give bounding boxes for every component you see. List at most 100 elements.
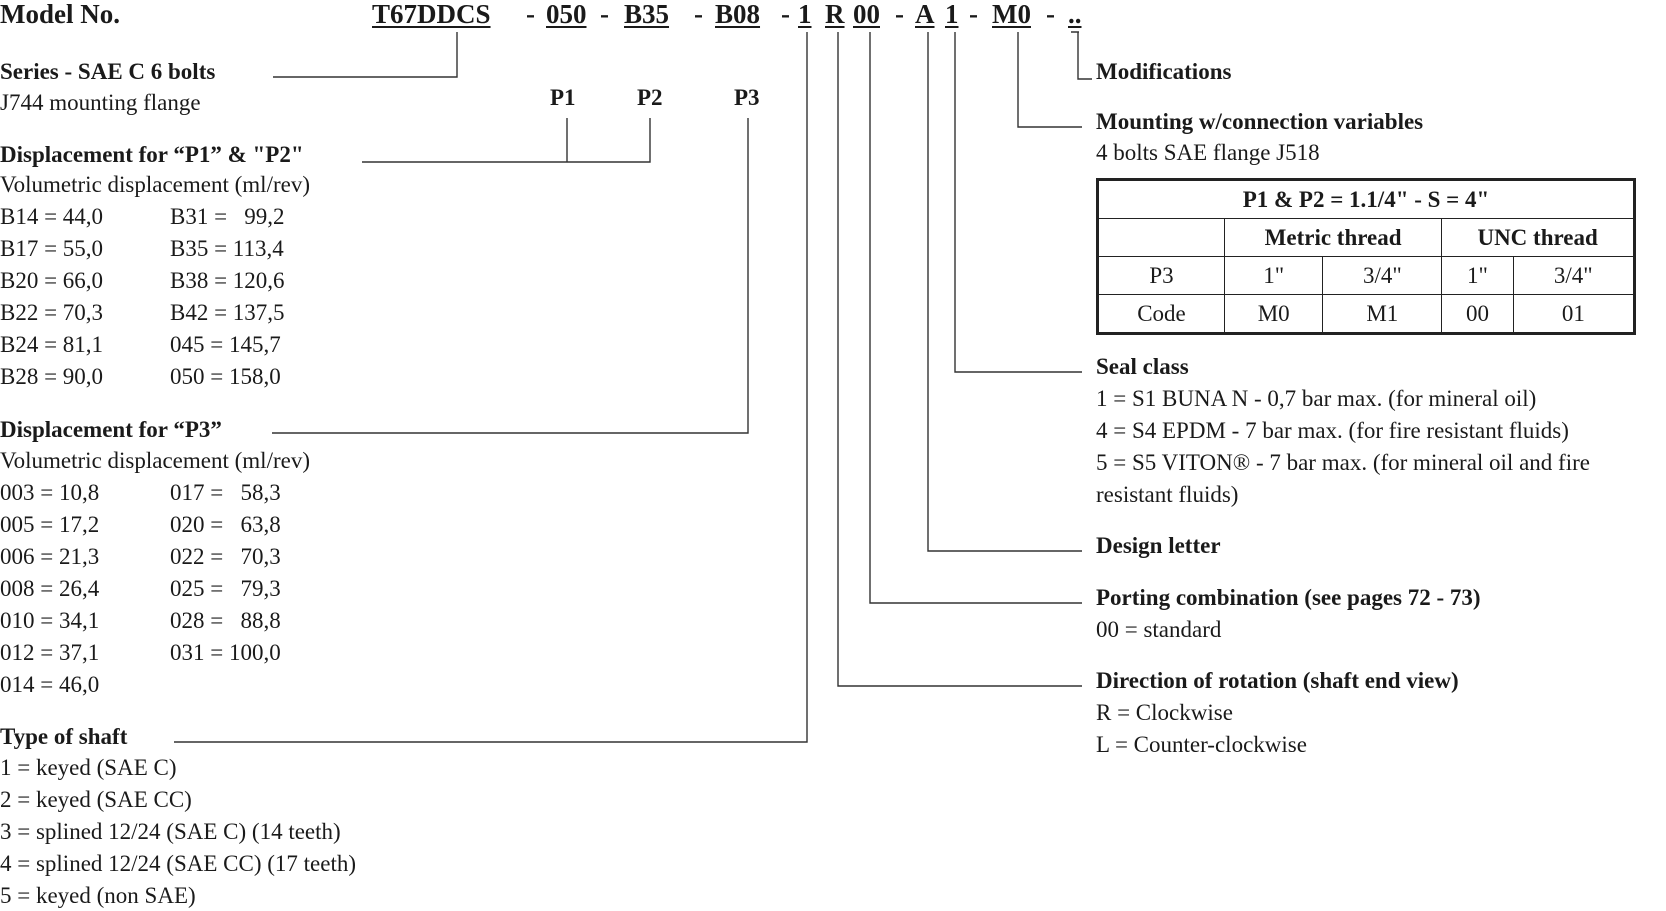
- rotation-title: Direction of rotation (shaft end view): [1096, 668, 1459, 693]
- list-item: B17 = 55,0: [0, 236, 104, 261]
- pump-label-p3: P3: [734, 85, 760, 110]
- table-row: Code M0 M1 00 01: [1097, 294, 1636, 334]
- code-separator: -: [781, 0, 790, 29]
- list-item: 008 = 26,4: [0, 576, 100, 601]
- list-item: 1 = S1 BUNA N - 0,7 bar max. (for minera…: [1096, 386, 1537, 411]
- list-item: 006 = 21,3: [0, 544, 100, 569]
- seal-title: Seal class: [1096, 354, 1189, 379]
- disp3-title: Displacement for “P3”: [0, 417, 222, 442]
- table-cell: 1": [1441, 256, 1514, 295]
- code-rotation: R: [825, 0, 845, 29]
- series-connector: [273, 32, 458, 78]
- design-connector: [927, 32, 1082, 552]
- porting-title: Porting combination (see pages 72 - 73): [1096, 585, 1481, 610]
- mounting-title: Mounting w/connection variables: [1096, 109, 1424, 134]
- table-cell: 1": [1223, 256, 1324, 295]
- list-item: 031 = 100,0: [170, 640, 281, 665]
- code-separator: -: [694, 0, 703, 29]
- code-separator: -: [1046, 0, 1055, 29]
- mounting-table: P1 & P2 = 1.1/4" - S = 4" Metric thread …: [1096, 178, 1636, 335]
- series-title: Series - SAE C 6 bolts: [0, 59, 216, 84]
- list-item: 00 = standard: [1096, 617, 1222, 642]
- list-item: L = Counter-clockwise: [1096, 732, 1307, 757]
- code-separator: -: [526, 0, 535, 29]
- list-item: B22 = 70,3: [0, 300, 104, 325]
- table-cell: M0: [1223, 294, 1324, 334]
- list-item: 028 = 88,8: [170, 608, 281, 633]
- pump-label-p1: P1: [550, 85, 576, 110]
- list-item: 045 = 145,7: [170, 332, 281, 357]
- code-separator: -: [895, 0, 904, 29]
- code-seal: 1: [945, 0, 959, 29]
- list-item: 050 = 158,0: [170, 364, 281, 389]
- code-shaft: 1: [798, 0, 812, 29]
- table-cell: 3/4": [1512, 256, 1636, 295]
- list-item: B14 = 44,0: [0, 204, 104, 229]
- disp3-connector: [272, 118, 749, 434]
- list-item: 012 = 37,1: [0, 640, 100, 665]
- table-group-unc: UNC thread: [1441, 218, 1635, 257]
- table-cell: 3/4": [1322, 256, 1443, 295]
- list-item: resistant fluids): [1096, 482, 1239, 507]
- list-item: 003 = 10,8: [0, 480, 100, 505]
- disp12-connector: [362, 118, 651, 163]
- table-cell: 01: [1512, 294, 1636, 334]
- list-item: B35 = 113,4: [170, 236, 284, 261]
- code-design: A: [915, 0, 935, 29]
- list-item: 1 = keyed (SAE C): [0, 755, 177, 780]
- pump-label-p2: P2: [637, 85, 663, 110]
- list-item: 014 = 46,0: [0, 672, 100, 697]
- rotation-connector: [837, 32, 1082, 687]
- table-cell: M1: [1322, 294, 1443, 334]
- list-item: B42 = 137,5: [170, 300, 285, 325]
- modifications-connector: [1071, 31, 1092, 80]
- code-porting: 00: [853, 0, 880, 29]
- list-item: 4 = S4 EPDM - 7 bar max. (for fire resis…: [1096, 418, 1569, 443]
- list-item: B24 = 81,1: [0, 332, 104, 357]
- list-item: 017 = 58,3: [170, 480, 281, 505]
- code-p1: 050: [546, 0, 587, 29]
- list-item: B31 = 99,2: [170, 204, 285, 229]
- series-subtitle: J744 mounting flange: [0, 90, 201, 115]
- list-item: R = Clockwise: [1096, 700, 1233, 725]
- design-title: Design letter: [1096, 533, 1221, 558]
- list-item: 4 = splined 12/24 (SAE CC) (17 teeth): [0, 851, 357, 876]
- list-item: B28 = 90,0: [0, 364, 104, 389]
- list-item: 5 = S5 VITON® - 7 bar max. (for mineral …: [1096, 450, 1590, 475]
- code-separator: -: [969, 0, 978, 29]
- table-cell: P3: [1097, 256, 1225, 295]
- list-item: 005 = 17,2: [0, 512, 100, 537]
- modifications-title: Modifications: [1096, 59, 1232, 84]
- table-row: P3 1" 3/4" 1" 3/4": [1097, 256, 1636, 295]
- list-item: 010 = 34,1: [0, 608, 100, 633]
- shaft-title: Type of shaft: [0, 724, 128, 749]
- disp12-title: Displacement for “P1” & "P2": [0, 142, 304, 167]
- list-item: 020 = 63,8: [170, 512, 281, 537]
- mounting-subtitle: 4 bolts SAE flange J518: [1096, 140, 1320, 165]
- shaft-connector: [174, 32, 808, 743]
- disp12-subtitle: Volumetric displacement (ml/rev): [0, 172, 310, 197]
- list-item: 3 = splined 12/24 (SAE C) (14 teeth): [0, 819, 341, 844]
- list-item: B38 = 120,6: [170, 268, 285, 293]
- code-separator: -: [600, 0, 609, 29]
- code-mounting: M0: [992, 0, 1031, 29]
- list-item: 025 = 79,3: [170, 576, 281, 601]
- seal-connector: [954, 32, 1082, 373]
- table-cell: 00: [1441, 294, 1514, 334]
- list-item: B20 = 66,0: [0, 268, 104, 293]
- porting-connector: [869, 32, 1082, 604]
- list-item: 022 = 70,3: [170, 544, 281, 569]
- table-group-metric: Metric thread: [1223, 218, 1443, 257]
- code-modifications: ..: [1068, 0, 1082, 29]
- table-header: P1 & P2 = 1.1/4" - S = 4": [1097, 179, 1635, 219]
- list-item: 2 = keyed (SAE CC): [0, 787, 192, 812]
- code-p2: B35: [624, 0, 670, 29]
- table-cell-empty: [1097, 218, 1225, 257]
- mounting-connector: [1017, 32, 1082, 128]
- model-title: Model No.: [0, 0, 120, 29]
- disp3-subtitle: Volumetric displacement (ml/rev): [0, 448, 310, 473]
- code-p3: B08: [715, 0, 761, 29]
- list-item: 5 = keyed (non SAE): [0, 883, 196, 908]
- code-series: T67DDCS: [372, 0, 491, 29]
